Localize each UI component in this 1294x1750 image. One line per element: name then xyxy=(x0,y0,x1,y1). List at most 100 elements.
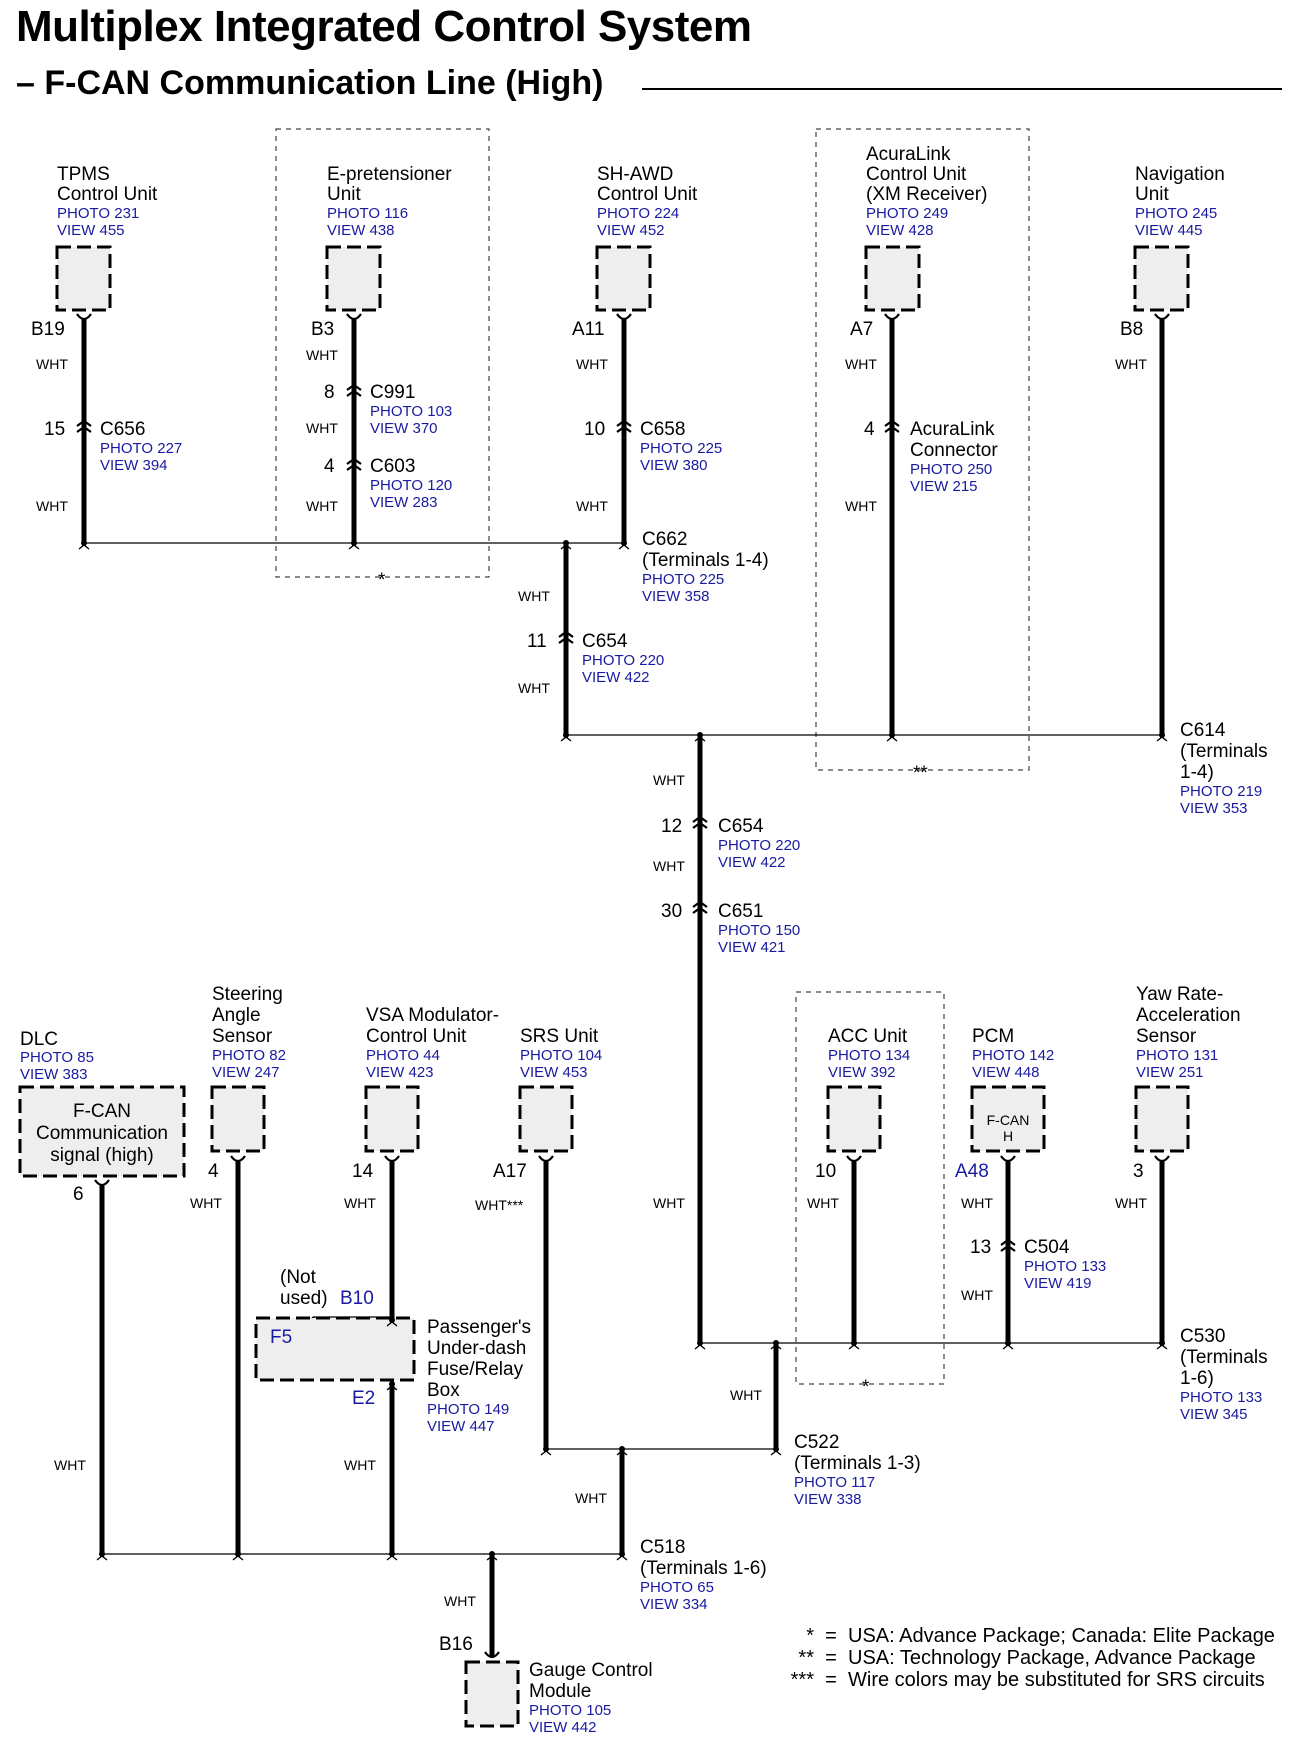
c603-name: C603 xyxy=(370,456,415,477)
vsa-photo[interactable]: PHOTO 44 xyxy=(366,1047,440,1064)
steering-view[interactable]: VIEW 247 xyxy=(212,1064,280,1081)
c662-view[interactable]: VIEW 358 xyxy=(642,588,710,605)
acuralink-photo[interactable]: PHOTO 249 xyxy=(866,205,948,222)
splice-point-mark xyxy=(616,1450,628,1456)
acuralink-conn-pin: 4 xyxy=(864,419,875,440)
c654b-name: C654 xyxy=(718,816,764,837)
splice-point xyxy=(889,732,895,738)
c651-photo[interactable]: PHOTO 150 xyxy=(718,922,800,939)
acuralink-view[interactable]: VIEW 428 xyxy=(866,222,934,239)
acc-view[interactable]: VIEW 392 xyxy=(828,1064,896,1081)
dlc-view[interactable]: VIEW 383 xyxy=(20,1066,88,1083)
c991-view[interactable]: VIEW 370 xyxy=(370,420,438,437)
shawd-name-1: SH-AWD xyxy=(597,164,673,185)
c654b-photo[interactable]: PHOTO 220 xyxy=(718,837,800,854)
c656-view[interactable]: VIEW 394 xyxy=(100,457,168,474)
connector-marks xyxy=(76,313,1170,1659)
wire-color-tpms-2: WHT xyxy=(36,498,68,514)
c603-view[interactable]: VIEW 283 xyxy=(370,494,438,511)
fusebox-photo[interactable]: PHOTO 149 xyxy=(427,1401,509,1418)
epret-view[interactable]: VIEW 438 xyxy=(327,222,395,239)
option-box-acc xyxy=(795,991,945,1385)
dlc-name: DLC xyxy=(20,1029,58,1050)
c518-photo[interactable]: PHOTO 65 xyxy=(640,1579,714,1596)
gauge-photo[interactable]: PHOTO 105 xyxy=(529,1702,611,1719)
shawd-view[interactable]: VIEW 452 xyxy=(597,222,665,239)
c991-name: C991 xyxy=(370,382,415,403)
vsa-name-1: VSA Modulator- xyxy=(366,1005,499,1026)
c504-view[interactable]: VIEW 419 xyxy=(1024,1275,1092,1292)
epret-name-2: Unit xyxy=(327,184,362,205)
steering-name-3: Sensor xyxy=(212,1026,273,1047)
acuralink-box xyxy=(864,245,921,312)
splice-point xyxy=(99,1551,105,1557)
wire-color-tpms-1: WHT xyxy=(36,356,68,372)
dlc-photo[interactable]: PHOTO 85 xyxy=(20,1049,94,1066)
acc-photo[interactable]: PHOTO 134 xyxy=(828,1047,910,1064)
c518-view[interactable]: VIEW 334 xyxy=(640,1596,708,1613)
splice-point-mark xyxy=(770,1344,782,1350)
c614-view[interactable]: VIEW 353 xyxy=(1180,800,1248,817)
c504-photo[interactable]: PHOTO 133 xyxy=(1024,1258,1106,1275)
wire-color-yaw: WHT xyxy=(1115,1195,1147,1211)
c522-photo[interactable]: PHOTO 117 xyxy=(794,1474,875,1491)
legend-row: ** = USA: Technology Package, Advance Pa… xyxy=(776,1647,1275,1669)
c614-photo[interactable]: PHOTO 219 xyxy=(1180,783,1262,800)
yaw-name-3: Sensor xyxy=(1136,1026,1197,1047)
legend-row: *** = Wire colors may be substituted for… xyxy=(776,1669,1275,1691)
splice-point xyxy=(489,1551,495,1557)
pcm-photo[interactable]: PHOTO 142 xyxy=(972,1047,1054,1064)
yaw-view[interactable]: VIEW 251 xyxy=(1136,1064,1204,1081)
c651-view[interactable]: VIEW 421 xyxy=(718,939,786,956)
fuse-pin-in: B10 xyxy=(340,1288,374,1309)
c658-photo[interactable]: PHOTO 225 xyxy=(640,440,722,457)
c654a-photo[interactable]: PHOTO 220 xyxy=(582,652,664,669)
shawd-photo[interactable]: PHOTO 224 xyxy=(597,205,679,222)
srs-photo[interactable]: PHOTO 104 xyxy=(520,1047,602,1064)
gauge-view[interactable]: VIEW 442 xyxy=(529,1719,597,1736)
acuralink-name-2: Control Unit xyxy=(866,164,967,185)
shawd-name-2: Control Unit xyxy=(597,184,698,205)
c530-view[interactable]: VIEW 345 xyxy=(1180,1406,1248,1423)
splice-point xyxy=(543,1446,549,1452)
c603-photo[interactable]: PHOTO 120 xyxy=(370,477,452,494)
c530-photo[interactable]: PHOTO 133 xyxy=(1180,1389,1262,1406)
acuralink-conn-photo[interactable]: PHOTO 250 xyxy=(910,461,992,478)
splice-point-mark xyxy=(348,544,360,550)
shawd-box xyxy=(595,245,652,312)
splice-point-mark xyxy=(386,1385,398,1391)
c991-photo[interactable]: PHOTO 103 xyxy=(370,403,452,420)
yaw-photo[interactable]: PHOTO 131 xyxy=(1136,1047,1218,1064)
vsa-view[interactable]: VIEW 423 xyxy=(366,1064,434,1081)
dlc-inner-2: Communication xyxy=(36,1123,168,1144)
c522-view[interactable]: VIEW 338 xyxy=(794,1491,862,1508)
c654a-view[interactable]: VIEW 422 xyxy=(582,669,650,686)
srs-view[interactable]: VIEW 453 xyxy=(520,1064,588,1081)
pcm-view[interactable]: VIEW 448 xyxy=(972,1064,1040,1081)
splice-point-mark xyxy=(770,1450,782,1456)
steering-pin: 4 xyxy=(208,1161,219,1182)
nav-box xyxy=(1133,245,1190,312)
wire-color-epret-2: WHT xyxy=(306,420,338,436)
splice-point xyxy=(697,732,703,738)
wire-color-c654a-2: WHT xyxy=(518,680,550,696)
nav-photo[interactable]: PHOTO 245 xyxy=(1135,205,1217,222)
c656-photo[interactable]: PHOTO 227 xyxy=(100,440,182,457)
splice-point-mark xyxy=(1002,1344,1014,1350)
c662-photo[interactable]: PHOTO 225 xyxy=(642,571,724,588)
splice-point-mark xyxy=(96,1555,108,1561)
fuse-not-used-2: used) xyxy=(280,1288,328,1309)
steering-photo[interactable]: PHOTO 82 xyxy=(212,1047,286,1064)
tpms-view[interactable]: VIEW 455 xyxy=(57,222,125,239)
tpms-photo[interactable]: PHOTO 231 xyxy=(57,205,139,222)
c654b-view[interactable]: VIEW 422 xyxy=(718,854,786,871)
yaw-pin: 3 xyxy=(1133,1161,1144,1182)
nav-view[interactable]: VIEW 445 xyxy=(1135,222,1203,239)
fusebox-view[interactable]: VIEW 447 xyxy=(427,1418,495,1435)
epret-photo[interactable]: PHOTO 116 xyxy=(327,205,408,222)
splice-point-mark xyxy=(386,1555,398,1561)
acuralink-conn-view[interactable]: VIEW 215 xyxy=(910,478,978,495)
splice-point xyxy=(563,732,569,738)
legend-symbol: * xyxy=(806,1625,814,1647)
c658-view[interactable]: VIEW 380 xyxy=(640,457,708,474)
